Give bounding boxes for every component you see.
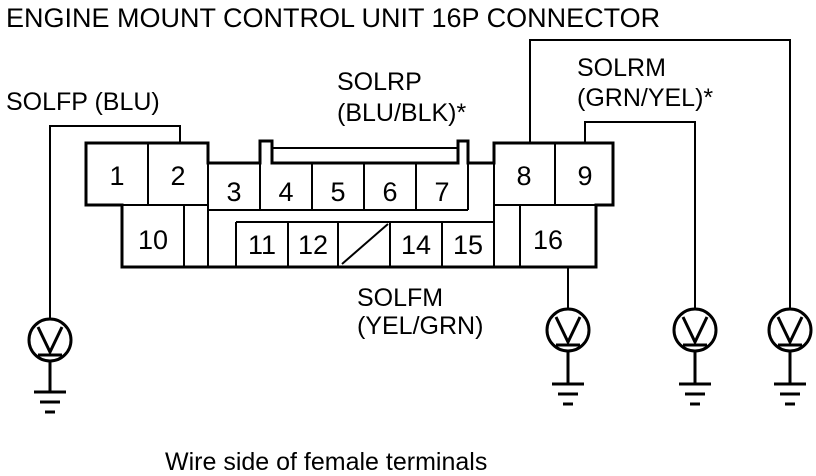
wires xyxy=(49,39,791,318)
ground-icon xyxy=(774,351,806,406)
pin-15: 15 xyxy=(453,230,483,260)
pin-9: 9 xyxy=(577,161,592,191)
pin-7: 7 xyxy=(434,177,449,207)
ground-icon xyxy=(34,361,66,414)
label-solfm-name: SOLFM xyxy=(357,284,443,312)
ground-icon xyxy=(679,351,711,406)
voltmeter-icon xyxy=(27,317,73,363)
pin-11: 11 xyxy=(248,230,276,260)
voltmeter-pin8 xyxy=(767,307,813,406)
label-solrm-color: (GRN/YEL)* xyxy=(577,84,713,112)
wire-solfp xyxy=(49,125,181,318)
diagram-title: ENGINE MOUNT CONTROL UNIT 16P CONNECTOR xyxy=(6,3,660,33)
pin-1: 1 xyxy=(109,161,124,191)
footer-note: Wire side of female terminals xyxy=(165,448,487,476)
label-solfm-color: (YEL/GRN) xyxy=(357,312,483,340)
pin-8: 8 xyxy=(516,161,531,191)
ground-icon xyxy=(552,351,584,406)
pin-5: 5 xyxy=(330,177,345,207)
voltmeter-icon xyxy=(545,307,591,353)
label-solfp: SOLFP (BLU) xyxy=(6,88,160,116)
pin-16: 16 xyxy=(533,225,563,255)
voltmeter-icon xyxy=(672,307,718,353)
wire-solrm xyxy=(584,121,696,308)
voltmeter-icon xyxy=(767,307,813,353)
pin-labels: 1 2 3 4 5 6 7 8 9 10 11 12 14 15 16 xyxy=(109,161,592,260)
voltmeter-solrm xyxy=(672,307,718,406)
pin-2: 2 xyxy=(170,161,185,191)
connector-body xyxy=(84,139,615,269)
label-solrp-name: SOLRP xyxy=(337,68,422,96)
label-solrp-color: (BLU/BLK)* xyxy=(337,99,466,127)
pin-6: 6 xyxy=(382,177,397,207)
wire-pin8 xyxy=(529,39,791,308)
voltmeter-solfp xyxy=(27,317,73,414)
pin-12: 12 xyxy=(298,230,328,260)
pin-4: 4 xyxy=(278,177,293,207)
pin-3: 3 xyxy=(226,177,241,207)
pin-14: 14 xyxy=(401,230,431,260)
voltmeter-solfm xyxy=(545,307,591,406)
label-solrm-name: SOLRM xyxy=(577,54,666,82)
pin-10: 10 xyxy=(138,225,168,255)
